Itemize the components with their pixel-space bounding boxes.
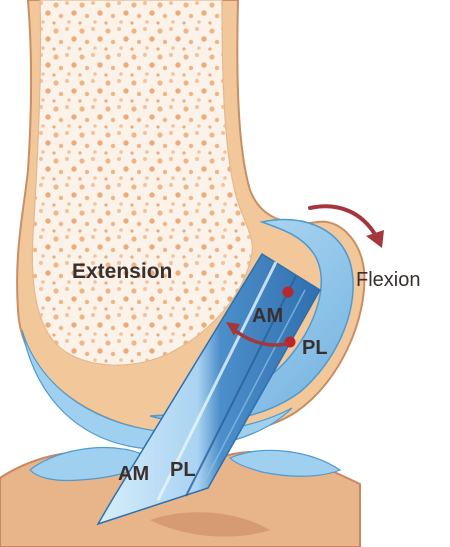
label-am-tibial: AM — [118, 463, 149, 485]
label-pl-femoral: PL — [302, 337, 328, 359]
label-pl-tibial: PL — [170, 459, 196, 481]
am-attachment-dot — [283, 287, 294, 298]
label-am-femoral: AM — [252, 305, 283, 327]
label-extension: Extension — [72, 260, 172, 283]
label-flexion: Flexion — [356, 269, 420, 291]
pl-attachment-dot — [285, 337, 296, 348]
